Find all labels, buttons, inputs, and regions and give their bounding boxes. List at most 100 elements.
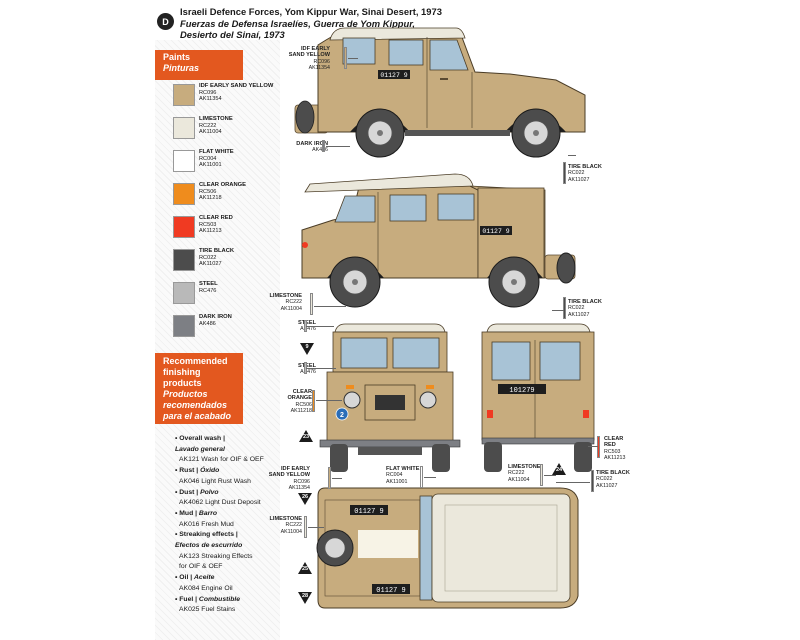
rear-window (342, 37, 376, 65)
finishing-item: • Streaking effects |Efectos de escurrid… (175, 530, 280, 573)
paint-name: CLEAR RED (199, 215, 233, 221)
finishing-item-product: AK046 Light Rust Wash (179, 477, 251, 485)
callout-color-chip (563, 162, 566, 184)
finishing-item-product: for OIF & OEF (179, 563, 223, 571)
paint-swatch (173, 282, 195, 304)
top-roof (431, 493, 571, 603)
paint-code: RC222 (199, 122, 217, 129)
finishing-item-product: AK123 Streaking Effects (179, 552, 253, 560)
view-marker-number: 24 (555, 467, 563, 473)
callout-paint-name: IDF EARLY (280, 466, 310, 472)
paint-swatch (173, 249, 195, 271)
view-direction-marker (298, 493, 312, 505)
callout-paint-name: DARK IRON (296, 141, 328, 147)
paint-name: LIMESTONE (199, 116, 233, 122)
view-marker-number: 9 (305, 344, 309, 350)
callout-paint-code: AK11004 (280, 305, 302, 312)
callout-leader-line (306, 326, 334, 327)
paint-code: AK11001 (199, 162, 222, 169)
callout-paint-code: AK11001 (386, 478, 408, 485)
door-window-right (334, 195, 376, 223)
rear-window-right-pane (539, 341, 581, 381)
svg-text:2: 2 (340, 412, 344, 419)
paints-banner: Paints Pinturas (155, 50, 243, 80)
finishing-item-spanish: Efectos de escurrido (175, 542, 243, 550)
view-marker-number: 26 (301, 494, 309, 500)
finishing-item-title: • Rust | Óxido (175, 466, 280, 477)
callout-paint-name: SAND YELLOW (288, 52, 330, 59)
view-marker-number: 28 (301, 593, 309, 599)
finishing-products-banner: Recommended finishing products Productos… (155, 353, 243, 424)
callout-paint-code: RC096 (313, 58, 331, 65)
callout-paint-code: RC022 (568, 305, 585, 312)
callout-paint-name: TIRE BLACK (568, 164, 602, 170)
callout-paint-code: AK11027 (568, 176, 590, 183)
side-window (388, 39, 424, 66)
profile-title: Israeli Defence Forces, Yom Kippur War, … (180, 6, 442, 41)
callout-paint-name: FLAT WHITE (386, 466, 420, 472)
finishing-item-heading: • Dust | (175, 488, 201, 496)
paint-name: TIRE BLACK (199, 248, 235, 254)
finishing-item-title: • Streaking effects | (175, 530, 280, 541)
paint-code: RC476 (199, 287, 217, 294)
callout-paint-name: CLEAR (604, 436, 624, 442)
paint-swatch (173, 150, 195, 172)
front-wheel-front-right (432, 444, 450, 472)
paint-code: AK11027 (199, 261, 222, 268)
spare-wheel (295, 100, 315, 134)
callout-paint-code: RC222 (285, 522, 303, 529)
svg-text:101279: 101279 (509, 387, 534, 395)
paint-code: RC004 (199, 155, 217, 162)
finishing-item-product: AK016 Fresh Mud (179, 520, 234, 528)
callout-color-chip (563, 297, 566, 319)
callout-paint-code: RC506 (295, 401, 313, 408)
front-wheel-front-left (330, 444, 348, 472)
callout-paint-code: AK476 (300, 369, 316, 376)
svg-text:01127 9: 01127 9 (376, 587, 405, 595)
side-plate-right (480, 226, 512, 235)
finishing-item-product: AK121 Wash for OIF & OEF (179, 456, 264, 464)
title-english: Israeli Defence Forces, Yom Kippur War, … (180, 6, 442, 17)
callout-paint-code: AK11004 (508, 476, 530, 483)
view-direction-marker (298, 562, 312, 574)
paint-code: RC096 (199, 89, 217, 96)
callout-paint-code: RC022 (596, 476, 613, 483)
finishing-item-title: • Fuel | Combustible (175, 595, 280, 606)
callout-color-chip (304, 516, 307, 538)
finishing-item-title: • Dust | Polvo (175, 488, 280, 499)
svg-text:01127 9: 01127 9 (482, 228, 509, 235)
headlight-right (419, 391, 437, 409)
paint-code: RC503 (199, 221, 217, 228)
callout-color-chip (344, 47, 347, 69)
callout-leader-line (424, 477, 436, 478)
rear-window-left (491, 341, 531, 381)
callout-color-chip (597, 436, 600, 458)
headlight-left (343, 391, 361, 409)
callout-leader-line (588, 446, 598, 447)
callout-paint-name: TIRE BLACK (568, 299, 602, 305)
finishing-item-spanish: Lavado general (175, 445, 225, 453)
view-direction-marker (552, 463, 566, 475)
paint-name: DARK IRON (199, 314, 232, 320)
callout-paint-name: TIRE BLACK (596, 470, 630, 476)
side-window-right (389, 194, 427, 222)
